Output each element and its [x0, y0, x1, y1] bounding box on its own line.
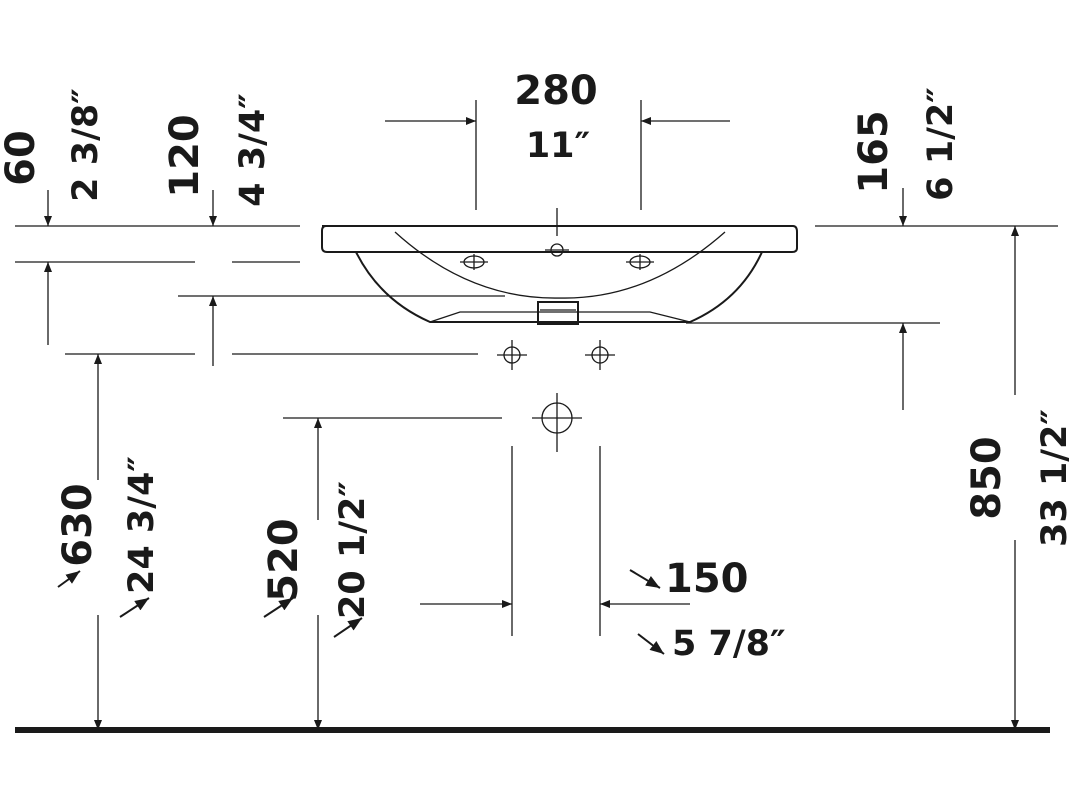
- right-depth-mm-label: 165: [851, 110, 897, 194]
- drain-height-in-label: 20 1/2″: [333, 481, 373, 619]
- left-upper-in-label: 2 3/8″: [66, 88, 106, 202]
- supply-height-in-label: 24 3/4″: [122, 456, 162, 594]
- tap-spacing-mm-label: 280: [514, 68, 598, 114]
- rim-height-mm-label: 850: [964, 436, 1010, 520]
- dimension-arrows: [44, 117, 1019, 730]
- supply-spacing-in-label: 5 7/8″: [672, 624, 786, 664]
- supply-connection-left: [497, 340, 527, 370]
- rim-height-in-label: 33 1/2″: [1035, 409, 1071, 547]
- overflow-depth-in-label: 4 3/4″: [233, 93, 273, 207]
- leader-arrows: [57, 569, 665, 655]
- drain-connection: [532, 393, 582, 452]
- supply-height-mm-label: 630: [55, 483, 101, 567]
- basin-outline: [321, 208, 798, 325]
- tap-hole-center: [545, 243, 569, 257]
- tap-spacing-in-label: 11″: [526, 126, 590, 166]
- supply-spacing-mm-label: 150: [665, 556, 749, 602]
- supply-connection-right: [585, 340, 615, 370]
- overflow-depth-mm-label: 120: [162, 114, 208, 198]
- drain-height-mm-label: 520: [261, 518, 307, 602]
- left-upper-mm-label: 60: [0, 130, 44, 186]
- tap-hole-right: [626, 254, 654, 270]
- tap-hole-left: [460, 254, 488, 270]
- right-depth-in-label: 6 1/2″: [921, 87, 961, 201]
